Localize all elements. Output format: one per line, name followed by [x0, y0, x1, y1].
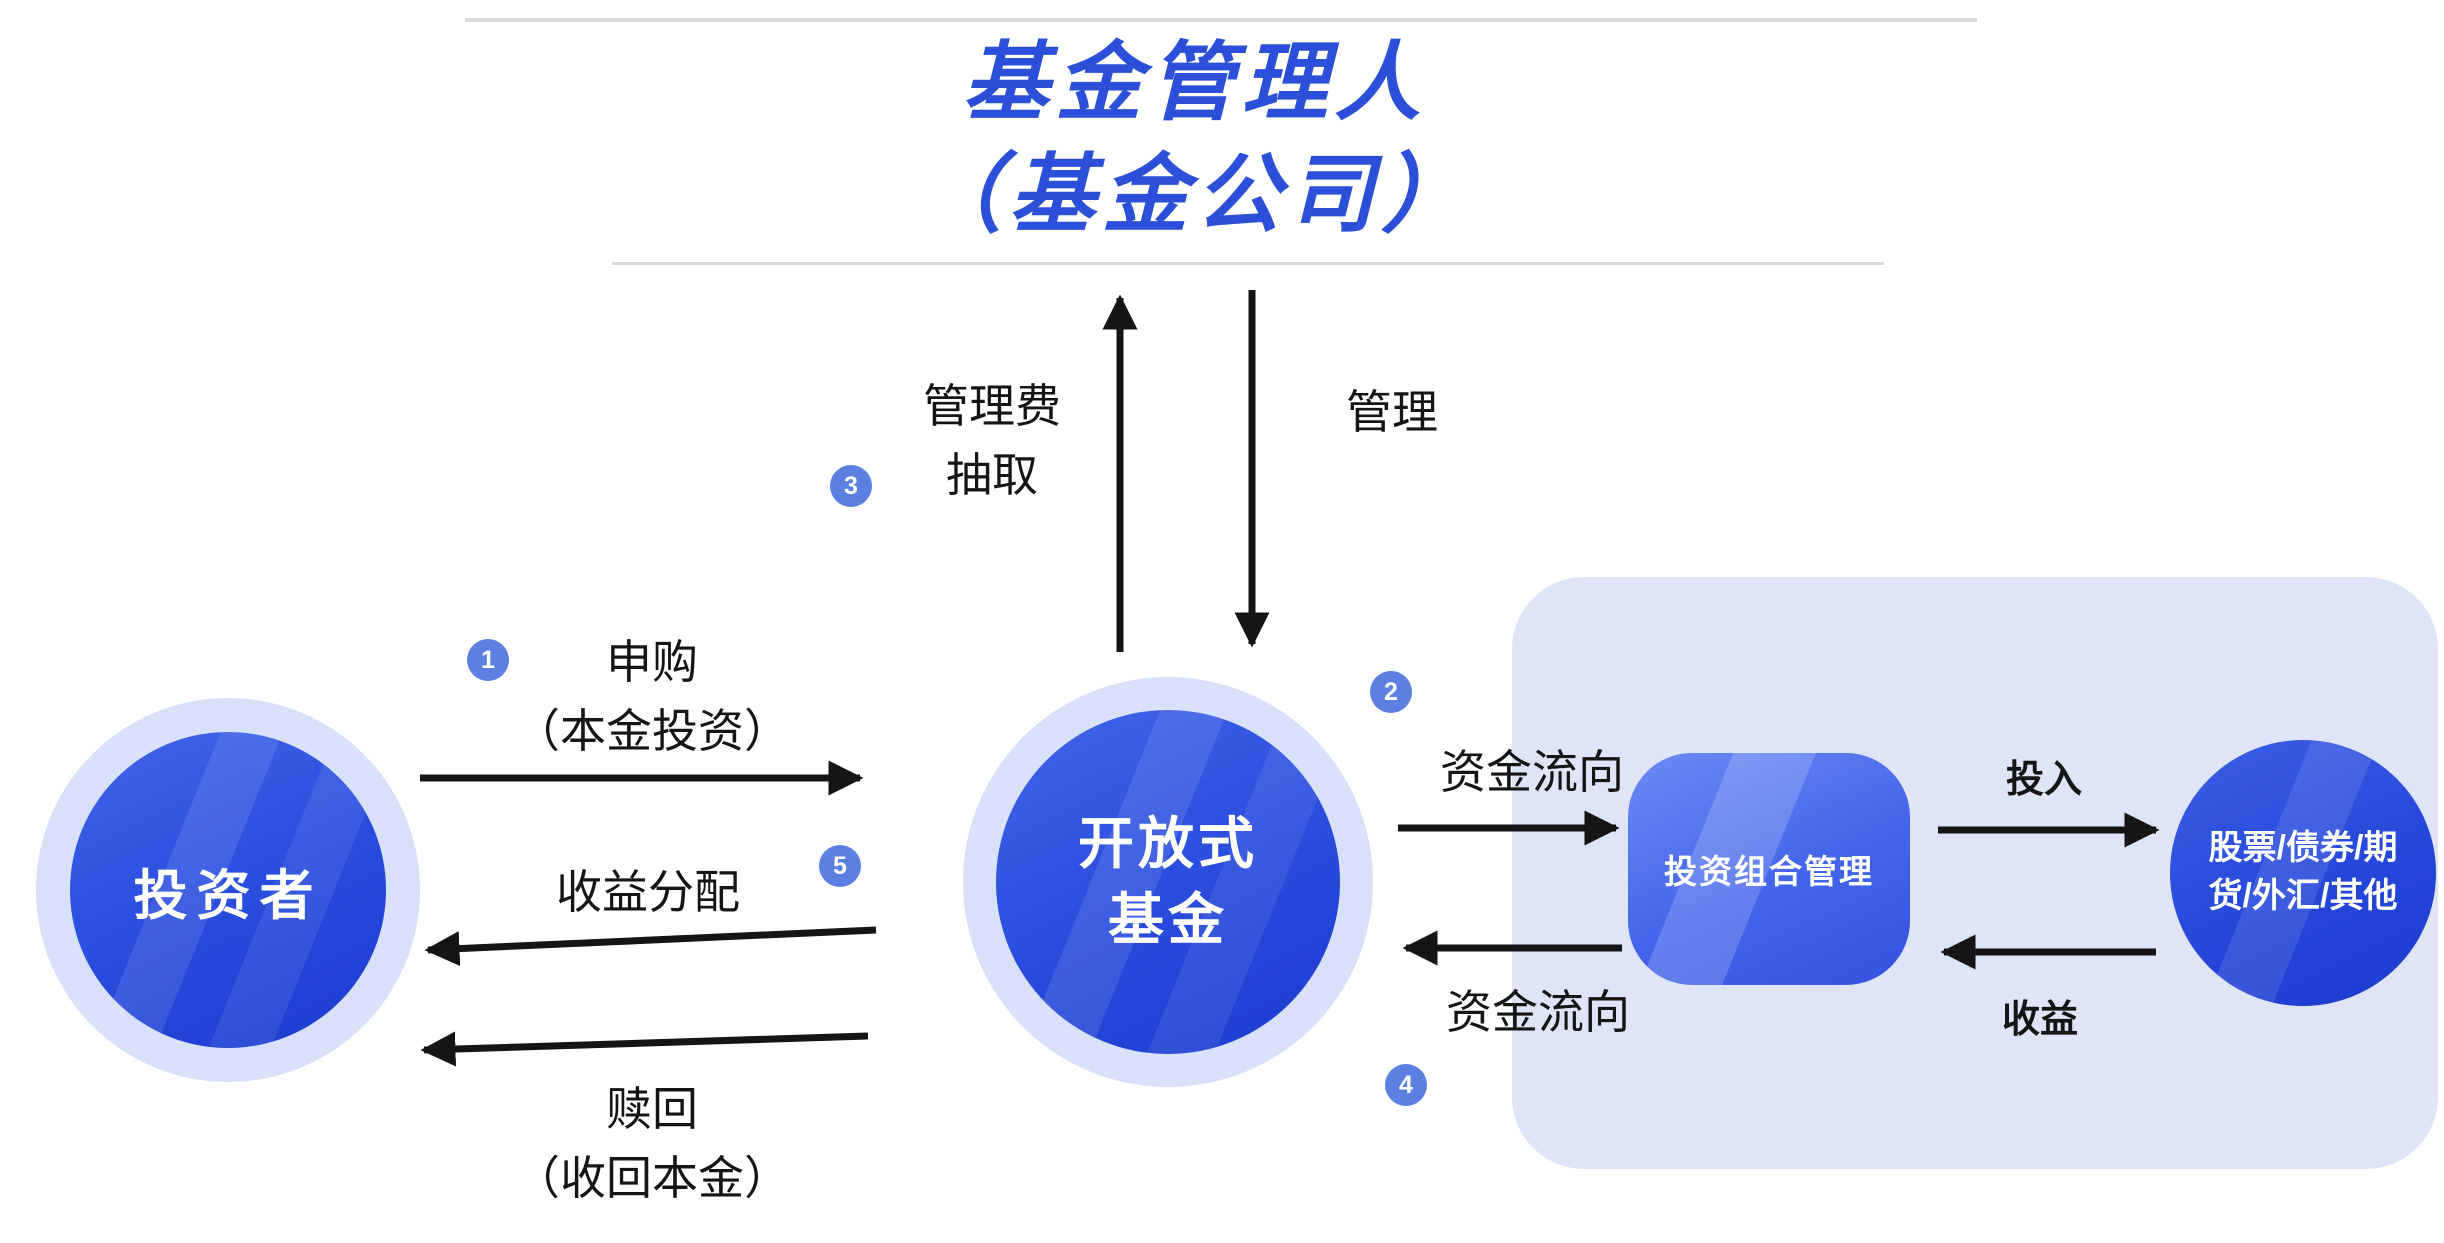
portfolio-label: 投资组合管理: [1664, 853, 1874, 890]
arrow-redeem: [420, 1031, 869, 1067]
fund-label-line1: 开放式: [1078, 812, 1258, 876]
redeem-label-line2: （收回本金）: [514, 1152, 790, 1204]
open-end-fund-circle: 开放式 基金: [996, 710, 1340, 1054]
fund-label-line2: 基金: [1108, 888, 1228, 951]
management-fee-label-line2: 抽取: [946, 449, 1038, 501]
assets-node: 股票/债券/期 货/外汇/其他: [2170, 740, 2436, 1006]
top-divider-line: [465, 18, 1977, 22]
assets-label-line1: 股票/债券/期: [2208, 829, 2398, 868]
title-underline: [612, 262, 1884, 265]
assets-label-line2: 货/外汇/其他: [2208, 877, 2398, 915]
arrow-income-distribution: [424, 926, 877, 967]
management-fee-label-line1: 管理费: [923, 380, 1061, 432]
investor-circle: 投资者: [70, 732, 386, 1048]
step-badge-4: 4: [1385, 1064, 1427, 1106]
income-distribution-label: 收益分配: [556, 866, 740, 918]
capital-flow-back-label: 资金流向: [1446, 986, 1630, 1038]
returns-label: 收益: [2001, 999, 2079, 1041]
capital-flow-out-label: 资金流向: [1440, 746, 1624, 798]
title-line1: 基金管理人: [962, 35, 1428, 131]
redeem-label: 赎回 （收回本金）: [514, 1075, 790, 1213]
step-badge-2: 2: [1370, 671, 1412, 713]
redeem-label-line1: 赎回: [606, 1083, 698, 1135]
investor-node: 投资者: [36, 698, 420, 1082]
management-fee-label: 管理费 抽取: [923, 372, 1061, 510]
investor-label: 投资者: [133, 865, 323, 926]
portfolio-management-node: 投资组合管理: [1628, 753, 1910, 985]
step-badge-3: 3: [830, 465, 872, 507]
subscribe-label: 申购 （本金投资）: [514, 628, 790, 766]
step-badge-1: 1: [467, 639, 509, 681]
subscribe-label-line2: （本金投资）: [514, 705, 790, 757]
open-end-fund-node: 开放式 基金: [963, 677, 1373, 1087]
step-badge-5: 5: [819, 845, 861, 887]
invest-label: 投入: [2005, 759, 2083, 801]
diagram-title: 基金管理人 （基金公司）: [916, 28, 1474, 252]
manage-label: 管理: [1346, 386, 1438, 438]
subscribe-label-line1: 申购: [606, 636, 698, 688]
title-line2: （基金公司）: [916, 146, 1474, 243]
